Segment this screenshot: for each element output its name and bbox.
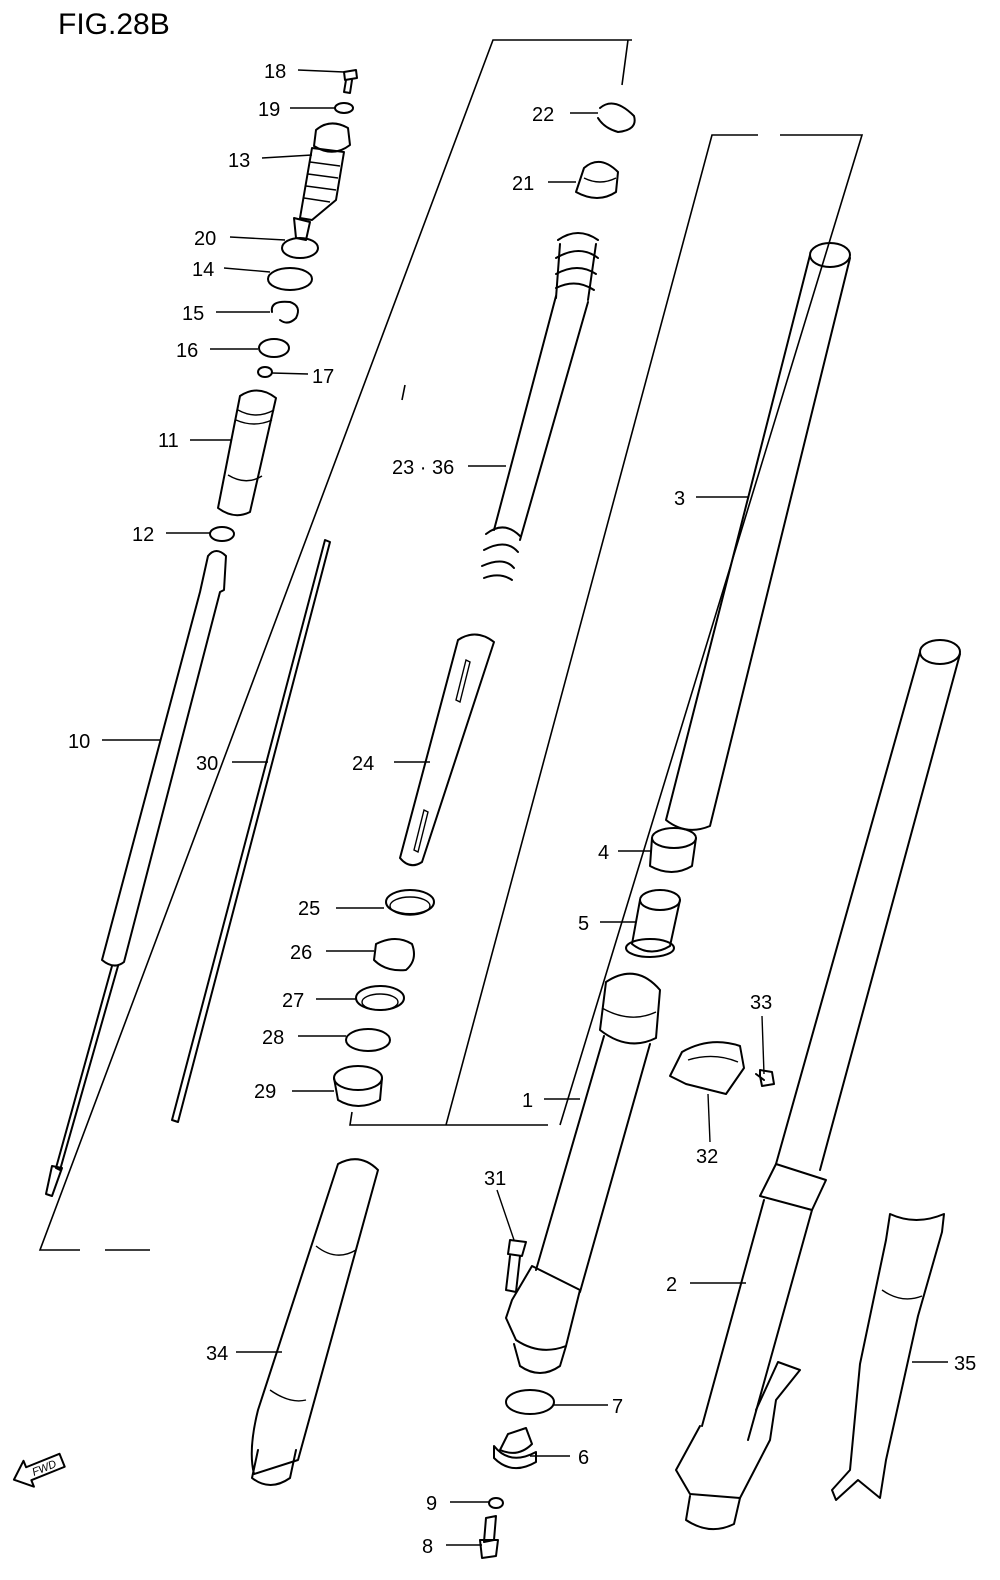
part-13-adjuster-body (293, 122, 351, 241)
part-25-bushing (385, 889, 435, 916)
label-17: 17 (312, 366, 334, 388)
part-32-clamp (669, 1041, 745, 1095)
part-20-o-ring (281, 237, 319, 259)
part-11-cylinder (217, 389, 277, 517)
label-24: 24 (352, 753, 374, 775)
label-28: 28 (262, 1027, 284, 1049)
label-2: 2 (666, 1274, 677, 1296)
label-22: 22 (532, 104, 554, 126)
part-12-ring (209, 526, 235, 542)
part-21-spacer-cap (575, 161, 619, 199)
part-26-seal (373, 938, 415, 972)
part-28-washer (345, 1028, 391, 1052)
part-29-guide-bushing (333, 1065, 383, 1107)
part-27-oil-seal (355, 985, 405, 1011)
part-22-circlip (597, 102, 636, 133)
part-8-screw (479, 1515, 499, 1559)
part-5-spacer (625, 889, 681, 958)
part-16-washer (258, 338, 290, 358)
label-30: 30 (196, 753, 218, 775)
label-33: 33 (750, 992, 772, 1014)
label-20: 20 (194, 228, 216, 250)
label-31: 31 (484, 1168, 506, 1190)
label-9: 9 (426, 1493, 437, 1515)
label-26: 26 (290, 942, 312, 964)
frame-center-group (349, 134, 864, 1126)
part-9-washer (488, 1497, 504, 1509)
label-21: 21 (512, 173, 534, 195)
label-8: 8 (422, 1536, 433, 1558)
part-34-fork-cover (250, 1158, 379, 1486)
forward-direction-arrow: FWD (12, 1452, 66, 1488)
label-23-36: 23 · 36 (392, 457, 454, 479)
frame-left-group (38, 39, 632, 1251)
leader-lines (102, 69, 948, 1546)
label-35: 35 (954, 1353, 976, 1375)
part-4-collar (649, 827, 697, 873)
part-3-inner-tube (665, 242, 851, 831)
label-19: 19 (258, 99, 280, 121)
label-1: 1 (522, 1090, 533, 1112)
part-31-bolt (505, 1239, 527, 1293)
part-23-36-spring (481, 232, 599, 581)
label-5: 5 (578, 913, 589, 935)
label-15: 15 (182, 303, 204, 325)
label-11: 11 (158, 430, 179, 452)
part-1-outer-tube (505, 972, 661, 1374)
label-12: 12 (132, 524, 154, 546)
part-7-gasket (505, 1389, 555, 1415)
part-15-clip (270, 300, 299, 324)
label-13: 13 (228, 150, 250, 172)
part-14-ring (267, 267, 313, 291)
part-10-damper-rod (45, 550, 227, 1197)
label-14: 14 (192, 259, 214, 281)
part-6-drain-bolt (493, 1427, 537, 1469)
label-27: 27 (282, 990, 304, 1012)
part-35-fork-guard (831, 1213, 945, 1501)
label-32: 32 (696, 1146, 718, 1168)
label-10: 10 (68, 731, 90, 753)
part-18-screw (343, 69, 358, 94)
label-25: 25 (298, 898, 320, 920)
figure-title: FIG.28B (58, 8, 170, 41)
label-29: 29 (254, 1081, 276, 1103)
part-30-rod (171, 539, 331, 1123)
label-7: 7 (612, 1396, 623, 1418)
label-3: 3 (674, 488, 685, 510)
part-24-damper-cylinder (399, 633, 495, 867)
label-34: 34 (206, 1343, 228, 1365)
label-4: 4 (598, 842, 609, 864)
label-6: 6 (578, 1447, 589, 1469)
part-33-bolt (755, 1069, 775, 1087)
part-19-washer (334, 102, 354, 114)
label-16: 16 (176, 340, 198, 362)
label-18: 18 (264, 61, 286, 83)
part-17-small-washer (257, 366, 273, 378)
part-2-fork-assembly (675, 639, 961, 1531)
